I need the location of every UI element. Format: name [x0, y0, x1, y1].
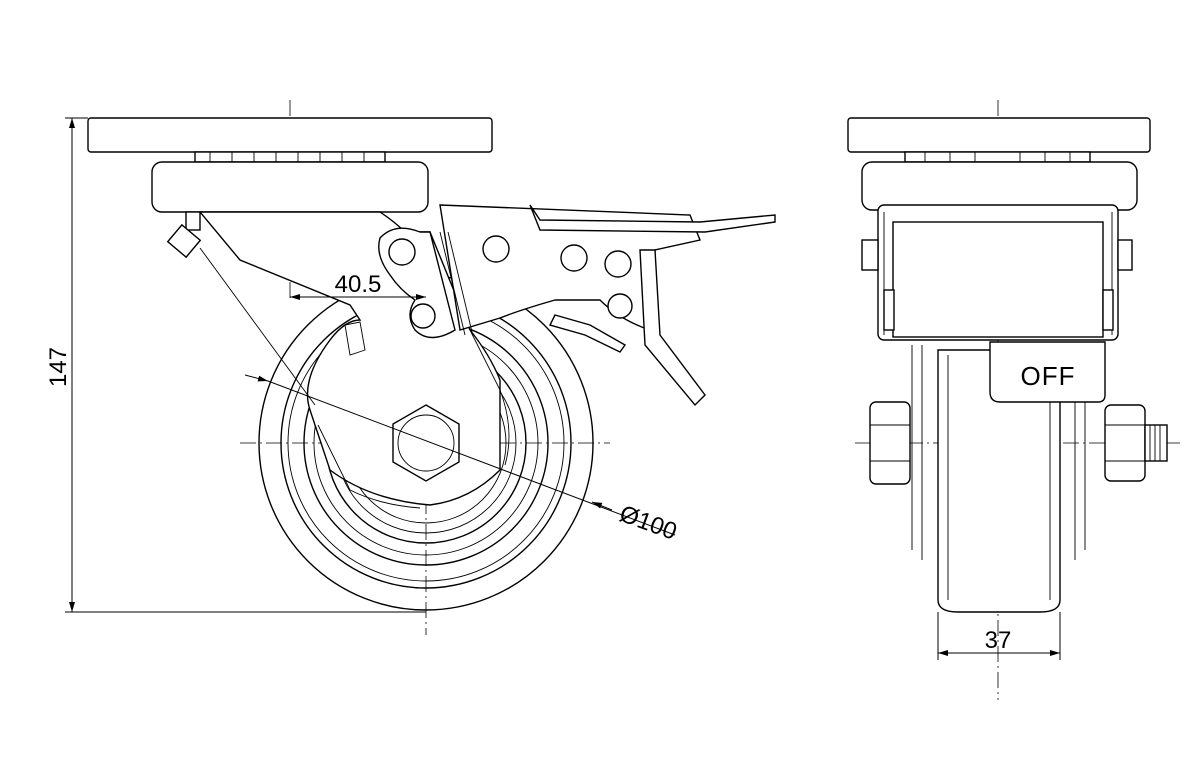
swivel-housing: [151, 161, 429, 213]
dimension-width: 37: [937, 612, 1061, 660]
brake-indicator-plate: [989, 341, 1106, 403]
width-label: 37: [985, 627, 1012, 654]
diameter-label: Ø100: [616, 500, 680, 545]
brake-mechanism: [344, 204, 776, 407]
dimension-height: 147: [45, 117, 426, 613]
dimension-offset: 40.5: [290, 271, 426, 300]
side-view: 147 40.5 Ø100: [45, 100, 776, 635]
front-fork: [861, 204, 1133, 341]
axle-bolt: [869, 401, 1168, 485]
brake-status-label: OFF: [1021, 361, 1076, 391]
offset-label: 40.5: [335, 271, 382, 298]
top-plate: [87, 117, 493, 153]
height-label: 147: [45, 347, 72, 387]
bearing-row: [194, 151, 386, 163]
grease-nipple: [166, 211, 202, 259]
front-view: OFF 37: [847, 100, 1180, 700]
front-swivel-housing: [861, 161, 1138, 211]
front-wheel: [911, 345, 1086, 613]
front-top-plate: [847, 117, 1151, 153]
axle-nut: [392, 404, 460, 482]
front-bearing-row: [904, 151, 1091, 163]
